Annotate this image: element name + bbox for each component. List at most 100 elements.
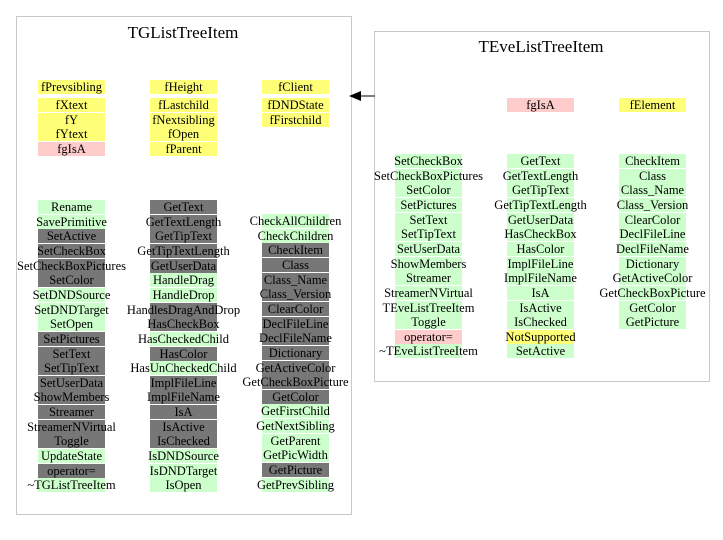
field-cell: fNextsibling	[150, 112, 217, 127]
method-cell: HasCheckBox	[147, 317, 220, 333]
field-cell: fOpen	[150, 127, 217, 142]
method-name: GetPicture	[268, 463, 323, 478]
method-name: HasCheckedChild	[138, 331, 229, 346]
method-cell: TEveListTreeItem	[383, 300, 474, 315]
method-cell: SetDNDSource	[33, 287, 110, 302]
method-cell: SetPictures	[395, 197, 462, 212]
method-cell: GetPicture	[262, 463, 329, 479]
method-cell: Toggle	[38, 434, 105, 450]
method-cell: GetPicWidth	[262, 448, 329, 463]
method-name: SetActive	[46, 229, 97, 244]
method-name: CheckItem	[268, 243, 323, 258]
method-cell: GetTextLength	[146, 214, 221, 230]
field-name: fOpen	[167, 127, 200, 142]
method-name: SetText	[409, 212, 448, 227]
method-cell: NotSupported	[505, 329, 576, 344]
method-cell: IsActive	[150, 419, 217, 435]
method-cell: HasColor	[150, 346, 217, 362]
method-cell: GetColor	[262, 389, 329, 405]
method-cell: Streamer	[395, 271, 462, 286]
method-cell: ClearColor	[262, 301, 329, 317]
method-name: GetUserData	[507, 212, 574, 227]
method-name: GetTipTextLength	[137, 243, 230, 258]
method-cell: SetOpen	[38, 317, 105, 332]
method-cell: DeclFileName	[259, 331, 332, 347]
method-cell: GetNextSibling	[256, 419, 335, 434]
method-cell: SavePrimitive	[36, 214, 107, 229]
method-cell: CheckItem	[619, 154, 686, 168]
field-cell: fFirstchild	[262, 112, 329, 127]
method-name: SetCheckBoxPictures	[16, 258, 127, 273]
method-cell: Class_Version	[616, 197, 689, 212]
method-name: SetColor	[406, 183, 451, 198]
method-name: GetTextLength	[502, 168, 579, 183]
method-name: DeclFileLine	[262, 316, 329, 331]
method-name: SetPictures	[43, 331, 100, 346]
method-cell: SetPictures	[38, 331, 105, 347]
method-name: TEveListTreeItem	[382, 300, 475, 315]
field-cell: fYtext	[38, 127, 105, 142]
method-name: DeclFileLine	[619, 227, 686, 242]
method-name: Class_Name	[620, 183, 685, 198]
method-cell: Class_Name	[619, 183, 686, 198]
method-cell: GetUserData	[507, 212, 574, 227]
method-cell: Dictionary	[262, 345, 329, 361]
method-name: SetCheckBox	[37, 243, 106, 258]
method-name: operator=	[404, 329, 453, 344]
field-name: fDNDState	[267, 98, 324, 112]
field-cell: fY	[38, 112, 105, 127]
method-cell: SetCheckBoxPictures	[17, 258, 126, 274]
method-cell: SetActive	[507, 344, 574, 359]
method-name: GetTipTextLength	[494, 197, 587, 212]
method-name: HasColor	[516, 241, 565, 256]
method-name: Class	[281, 257, 310, 272]
class-title-tglisttreeitem: TGListTreeItem	[127, 23, 239, 42]
method-name: SetDNDSource	[32, 287, 111, 302]
method-name: HasCheckBox	[504, 227, 577, 242]
field-name: fgIsA	[57, 141, 86, 156]
method-cell: SetTipText	[395, 227, 462, 242]
method-cell: CheckItem	[262, 243, 329, 259]
method-name: SetCheckBoxPictures	[373, 168, 484, 183]
field-name: fXtext	[55, 98, 88, 112]
method-name: GetTipText	[511, 183, 570, 198]
method-name: UpdateState	[40, 449, 103, 464]
method-name: StreamerNVirtual	[27, 419, 116, 434]
method-name: GetCheckBoxPicture	[599, 285, 706, 300]
method-cell: ~TEveListTreeItem	[379, 344, 478, 359]
method-cell: SetColor	[395, 183, 462, 198]
method-cell: GetTipTextLength	[494, 197, 587, 212]
method-cell: operator=	[395, 329, 462, 344]
method-cell: HasCheckBox	[504, 227, 577, 242]
method-cell: StreamerNVirtual	[384, 285, 473, 300]
field-cell: fHeight	[150, 80, 217, 94]
method-cell: HandleDrop	[150, 287, 217, 302]
method-name: IsDNDTarget	[149, 463, 218, 478]
method-cell: GetCheckBoxPicture	[242, 375, 349, 391]
method-name: IsChecked	[157, 434, 210, 449]
method-cell: SetText	[38, 346, 105, 362]
method-name: Class_Version	[616, 197, 689, 212]
method-name: HasUnCheckedChild	[130, 361, 237, 376]
method-name: DeclFileName	[616, 241, 689, 256]
method-name: GetPicture	[625, 315, 680, 330]
method-cell: GetUserData	[150, 258, 217, 274]
method-name: Class_Name	[263, 272, 328, 287]
method-cell: HasColor	[507, 241, 574, 256]
method-cell: IsActive	[507, 300, 574, 315]
method-cell: GetTipText	[507, 183, 574, 198]
method-name: SetDNDTarget	[34, 302, 109, 317]
method-cell: GetTextLength	[503, 168, 578, 183]
method-name: SetText	[52, 346, 91, 361]
method-cell: SetDNDTarget	[34, 302, 109, 317]
method-cell: Class_Name	[262, 272, 329, 288]
method-cell: GetTipTextLength	[137, 243, 230, 259]
method-cell: SetCheckBoxPictures	[374, 168, 483, 183]
field-cell: fElement	[619, 98, 686, 112]
method-cell: HasUnCheckedChild	[130, 361, 237, 376]
method-cell: SetTipText	[38, 361, 105, 377]
method-name: ClearColor	[267, 301, 324, 316]
method-name: ShowMembers	[390, 256, 467, 271]
method-name: StreamerNVirtual	[384, 285, 473, 300]
method-cell: GetActiveColor	[256, 360, 335, 376]
